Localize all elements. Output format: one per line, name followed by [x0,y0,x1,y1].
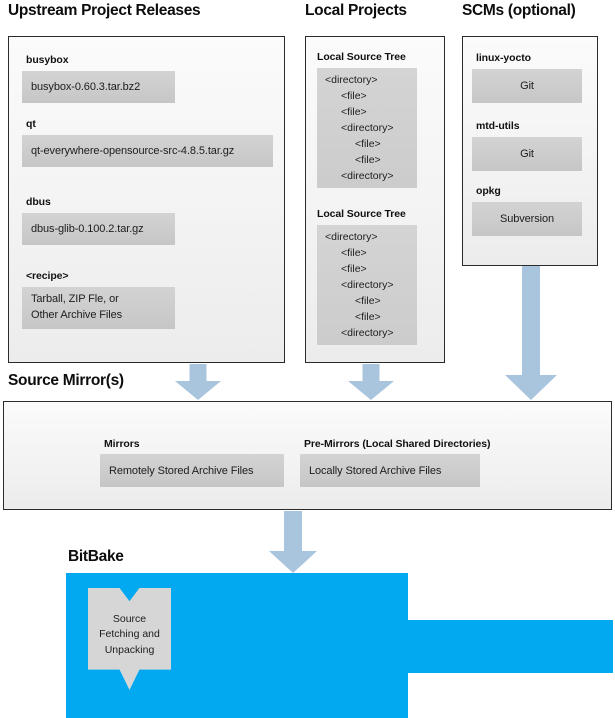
arrow-local-projects-to-source-mirrors [348,364,394,400]
upstream-entry-label-dbus: dbus [26,196,51,208]
local-source-tree-label-2: Local Source Tree [317,208,406,220]
upstream-entry-label-recipe: <recipe> [26,270,69,282]
arrow-source-mirrors-to-bitbake [269,511,317,573]
tree-line: <file> [341,106,367,119]
tree-line: <directory> [341,170,394,183]
tree-line: <directory> [341,122,394,135]
scms-entry-value-linux-yocto: Git [472,69,582,103]
tree-line: <file> [341,263,367,276]
source-mirrors-entry-value-mirrors: Remotely Stored Archive Files [100,454,284,487]
tree-line: <directory> [325,74,378,86]
tree-line: <directory> [341,279,394,292]
arrow-upstream-to-source-mirrors [175,364,221,400]
tree-line: <directory> [325,231,378,243]
upstream-entry-value-busybox: busybox-0.60.3.tar.bz2 [22,71,175,103]
upstream-entry-value-recipe: Tarball, ZIP Fle, or Other Archive Files [22,287,175,329]
upstream-entry-value-dbus: dbus-glib-0.100.2.tar.gz [22,213,175,245]
local-projects-section-title: Local Projects [305,2,407,19]
tree-line: <file> [355,311,381,324]
tree-line: <directory> [341,327,394,340]
source-mirrors-entry-label-mirrors: Mirrors [104,438,140,450]
bitbake-section-title: BitBake [68,548,124,565]
local-source-tree-box-2: <directory> <file> <file> <directory> <f… [317,225,417,345]
source-mirrors-entry-value-pre-mirrors: Locally Stored Archive Files [300,454,480,487]
scms-entry-label-opkg: opkg [476,185,501,197]
scms-entry-value-opkg: Subversion [472,202,582,236]
bitbake-pipeline-arm [405,620,613,673]
tree-line: <file> [341,247,367,260]
scms-entry-label-linux-yocto: linux-yocto [476,52,531,64]
scms-entry-label-mtd-utils: mtd-utils [476,120,520,132]
scms-section-title: SCMs (optional) [462,2,576,19]
tree-line: <file> [341,90,367,103]
upstream-entry-label-qt: qt [26,118,36,130]
upstream-entry-value-qt: qt-everywhere-opensource-src-4.8.5.tar.g… [22,135,273,167]
source-mirrors-section-title: Source Mirror(s) [8,372,124,389]
tree-line: <file> [355,154,381,167]
tree-line: <file> [355,295,381,308]
source-mirrors-entry-label-pre-mirrors: Pre-Mirrors (Local Shared Directories) [304,438,491,450]
upstream-section-title: Upstream Project Releases [8,2,201,19]
upstream-entry-label-busybox: busybox [26,54,69,66]
scms-entry-value-mtd-utils: Git [472,137,582,171]
local-source-tree-label-1: Local Source Tree [317,51,406,63]
tree-line: <file> [355,138,381,151]
arrow-scms-to-source-mirrors [505,266,557,400]
bitbake-task-label: Source Fetching and Unpacking [99,613,160,656]
local-source-tree-box-1: <directory> <file> <file> <directory> <f… [317,68,417,188]
